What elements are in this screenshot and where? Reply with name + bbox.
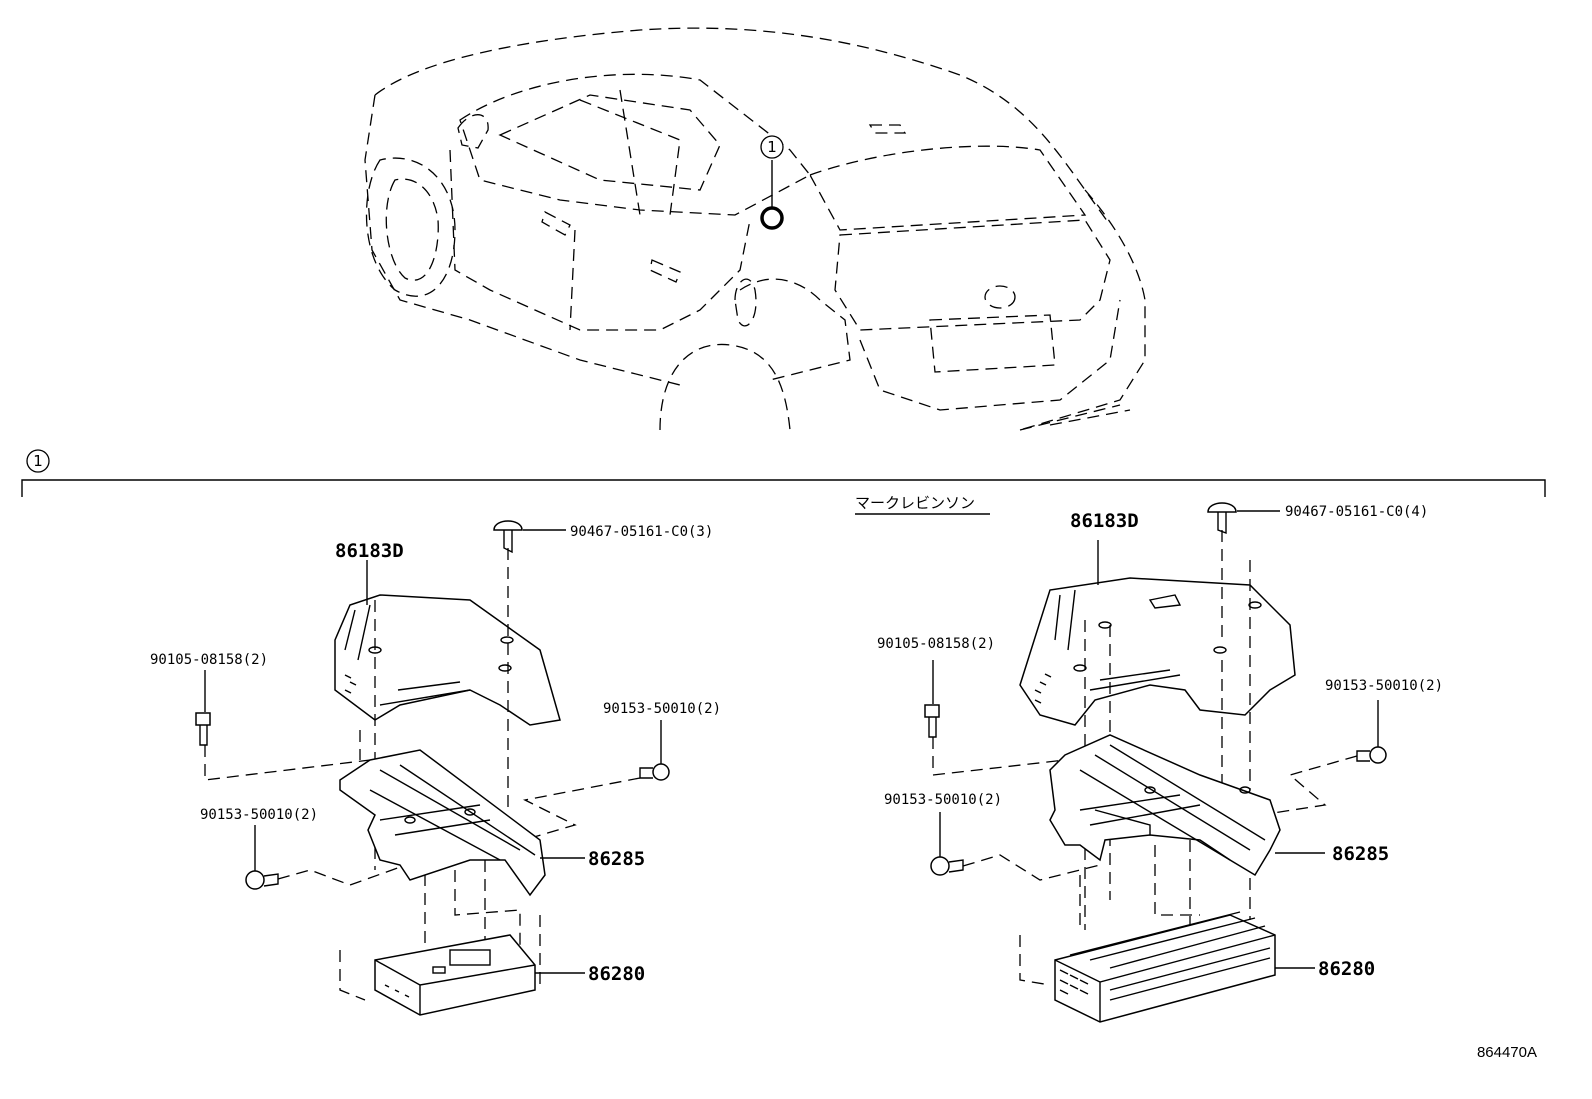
left-bracket-label: 86285 bbox=[588, 848, 645, 870]
amplifier-right bbox=[1054, 911, 1276, 1023]
amplifier-left bbox=[374, 934, 536, 1016]
screw-right-left-icon bbox=[639, 763, 670, 781]
cover-panel-left bbox=[334, 594, 561, 726]
right-clip-label: 90467-05161-C0(4) bbox=[1285, 504, 1428, 520]
variant-label: マークレビンソン bbox=[855, 494, 975, 512]
bracket-left bbox=[339, 749, 546, 897]
section-callout-icon bbox=[26, 449, 50, 473]
section-callout-number: 1 bbox=[33, 452, 43, 470]
right-screw-left-label: 90153-50010(2) bbox=[884, 792, 1002, 808]
left-amplifier-label: 86280 bbox=[588, 963, 645, 985]
screw-left-right-icon bbox=[930, 856, 964, 876]
bolt-right-icon bbox=[924, 704, 940, 738]
left-screw-right-label: 90153-50010(2) bbox=[603, 701, 721, 717]
left-screw-left-label: 90153-50010(2) bbox=[200, 807, 318, 823]
left-assembly bbox=[195, 520, 670, 1016]
clip-left-icon bbox=[493, 520, 523, 554]
right-amplifier-label: 86280 bbox=[1318, 958, 1375, 980]
location-marker-icon bbox=[760, 206, 784, 230]
callout-number: 1 bbox=[767, 138, 777, 156]
right-screw-right-label: 90153-50010(2) bbox=[1325, 678, 1443, 694]
right-assembly bbox=[855, 502, 1387, 1023]
cover-panel-right bbox=[1019, 577, 1296, 726]
left-clip-label: 90467-05161-C0(3) bbox=[570, 524, 713, 540]
screw-left-left-icon bbox=[245, 870, 279, 890]
screw-right-right-icon bbox=[1356, 746, 1387, 764]
drawing-id: 864470A bbox=[1477, 1044, 1537, 1061]
bolt-left-icon bbox=[195, 712, 211, 746]
left-bolt-label: 90105-08158(2) bbox=[150, 652, 268, 668]
vehicle-outline: 1 bbox=[364, 27, 1146, 431]
right-bolt-label: 90105-08158(2) bbox=[877, 636, 995, 652]
right-bracket-label: 86285 bbox=[1332, 843, 1389, 865]
callout-circle-icon bbox=[760, 135, 784, 159]
left-cover-label: 86183D bbox=[335, 540, 404, 562]
clip-right-icon bbox=[1207, 502, 1237, 535]
bracket-right bbox=[1049, 734, 1281, 877]
right-cover-label: 86183D bbox=[1070, 510, 1139, 532]
section-frame: 1 bbox=[21, 449, 1546, 497]
